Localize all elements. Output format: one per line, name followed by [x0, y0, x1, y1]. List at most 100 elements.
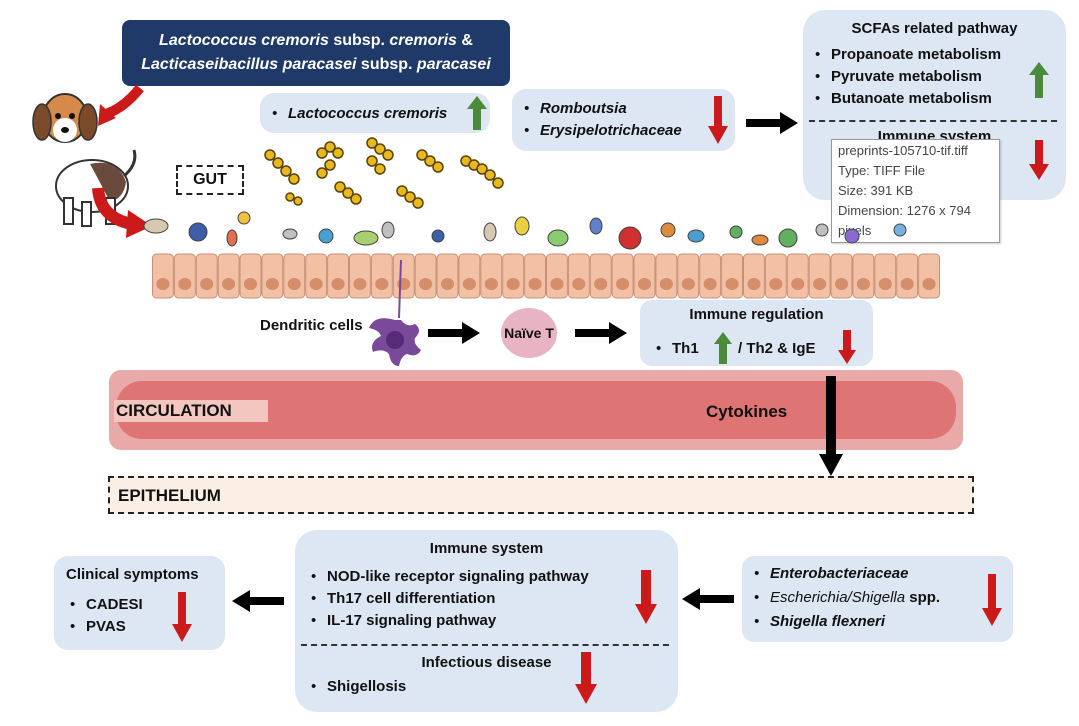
- escherichia-shigella-item: Escherichia/Shigella spp.: [750, 586, 940, 610]
- cell-nucleus: [528, 278, 542, 290]
- cell-nucleus: [791, 278, 805, 290]
- down-arrow-icon: [819, 376, 843, 476]
- right-arrow-icon: [746, 112, 798, 134]
- lactococcus-box: Lactococcus cremoris: [260, 93, 490, 133]
- circulation-label-text: CIRCULATION: [116, 401, 232, 420]
- immune-system-title: Immune system: [429, 540, 544, 557]
- escherichia-shigella-name: Escherichia/Shigella: [770, 589, 906, 606]
- epithelial-cell: [611, 253, 634, 299]
- shigella-flexneri-item: Shigella flexneri: [750, 610, 940, 634]
- dendritic-cell-icon: [369, 259, 421, 366]
- propanoate-item: Propanoate metabolism: [811, 44, 1001, 66]
- cell-nucleus: [747, 278, 761, 290]
- cell-nucleus: [725, 278, 739, 290]
- immune-regulation-box: Immune regulation Th1 / Th2 & IgE: [640, 300, 873, 366]
- cell-nucleus: [309, 278, 323, 290]
- down-arrow-icon: [172, 592, 192, 642]
- epithelial-cell: [721, 253, 743, 299]
- cell-nucleus: [200, 278, 214, 290]
- right-arrow-icon: [575, 322, 627, 344]
- th17-item: Th17 cell differentiation: [307, 588, 589, 610]
- subsp-label: subsp.: [328, 32, 390, 49]
- cell-nucleus: [419, 278, 433, 290]
- epithelial-cell: [786, 253, 809, 299]
- bacteria-cluster-icon: [264, 137, 504, 209]
- cell-nucleus: [594, 278, 608, 290]
- cell-nucleus: [834, 278, 849, 290]
- nod-like-item: NOD-like receptor signaling pathway: [307, 566, 589, 588]
- epithelial-cell: [195, 253, 218, 299]
- th1-item: Th1: [652, 338, 699, 360]
- epithelial-cell: [830, 253, 853, 299]
- pyruvate-item: Pyruvate metabolism: [811, 66, 1001, 88]
- romboutsia-box: Romboutsia Erysipelotrichaceae: [512, 89, 735, 151]
- cell-nucleus: [375, 278, 389, 290]
- butanoate-item: Butanoate metabolism: [811, 88, 1001, 110]
- epithelial-cell: [874, 253, 897, 299]
- tooltip-type: Type: TIFF File: [838, 163, 926, 178]
- down-arrow-icon: [708, 96, 728, 144]
- cell-nucleus: [462, 278, 476, 290]
- cell-nucleus: [659, 278, 673, 290]
- clinical-symptoms-box: Clinical symptoms CADESI PVAS: [54, 556, 225, 650]
- left-arrow-icon: [232, 590, 284, 612]
- naive-t-cell: Naïve T: [501, 308, 557, 358]
- epithelial-cell: [546, 253, 568, 299]
- il17-item: IL-17 signaling pathway: [307, 610, 589, 632]
- cell-nucleus: [265, 278, 279, 290]
- epithelial-cell: [458, 253, 481, 299]
- epithelial-cell: [655, 253, 678, 299]
- cell-nucleus: [572, 278, 586, 290]
- up-arrow-icon: [467, 96, 487, 130]
- epithelial-cell: [217, 253, 240, 299]
- epithelial-cell: [743, 253, 765, 299]
- epithelial-cell: [436, 253, 459, 299]
- epithelial-cell: [699, 253, 722, 299]
- epithelial-cell: [480, 253, 503, 299]
- epithelial-cell: [502, 253, 525, 299]
- naive-t-label: Naïve T: [504, 325, 554, 341]
- cell-nucleus: [331, 278, 345, 290]
- cell-nucleus: [222, 278, 236, 290]
- epithelial-cell: [852, 253, 875, 299]
- down-arrow-icon: [635, 570, 657, 624]
- spp-label: spp.: [905, 589, 941, 606]
- shigellosis-item: Shigellosis: [307, 676, 406, 698]
- epithelial-cell: [524, 253, 547, 299]
- banner-line-2: Lacticaseibacillus paracasei subsp. para…: [122, 53, 510, 77]
- epithelial-cell: [764, 253, 787, 299]
- subspecies-name: paracasei: [416, 56, 491, 73]
- tooltip-size: Size: 391 KB: [838, 183, 914, 198]
- species-name: Lacticaseibacillus paracasei: [141, 56, 357, 73]
- epithelium-band: EPITHELIUM: [108, 476, 974, 514]
- probiotic-banner: Lactococcus cremoris subsp. cremoris & L…: [122, 20, 510, 86]
- cell-nucleus: [769, 278, 783, 290]
- cell-nucleus: [703, 278, 717, 290]
- immune-regulation-title: Immune regulation: [689, 306, 824, 323]
- down-arrow-icon: [982, 574, 1002, 626]
- tooltip-filename: preprints-105710-tif.tiff: [838, 143, 968, 158]
- epithelial-cell: [152, 253, 174, 299]
- epithelial-cell: [677, 253, 700, 299]
- pvas-item: PVAS: [66, 616, 143, 638]
- banner-line-1: Lactococcus cremoris subsp. cremoris &: [122, 29, 510, 53]
- enterobacteriaceae-item: Enterobacteriaceae: [750, 562, 940, 586]
- epithelial-cell: [173, 253, 196, 299]
- species-name: Lactococcus cremoris: [159, 32, 329, 49]
- scfa-title: SCFAs related pathway: [851, 20, 1018, 37]
- circulation-label: CIRCULATION: [114, 400, 268, 422]
- gut-label: GUT: [176, 165, 244, 195]
- cell-nucleus: [506, 278, 520, 290]
- subsp-label: subsp.: [356, 56, 417, 73]
- epithelial-cell: [589, 253, 612, 299]
- epithelium-label: EPITHELIUM: [118, 486, 221, 505]
- cytokines-label: Cytokines: [706, 402, 788, 421]
- dendritic-cells-label: Dendritic cells: [260, 317, 363, 334]
- cell-nucleus: [243, 278, 258, 290]
- cell-nucleus: [637, 278, 652, 290]
- cell-nucleus: [353, 278, 367, 290]
- erysipelotrichaceae-item: Erysipelotrichaceae: [520, 120, 682, 142]
- cell-nucleus: [900, 278, 914, 290]
- epithelial-cell: [283, 253, 306, 299]
- up-arrow-icon: [714, 332, 732, 364]
